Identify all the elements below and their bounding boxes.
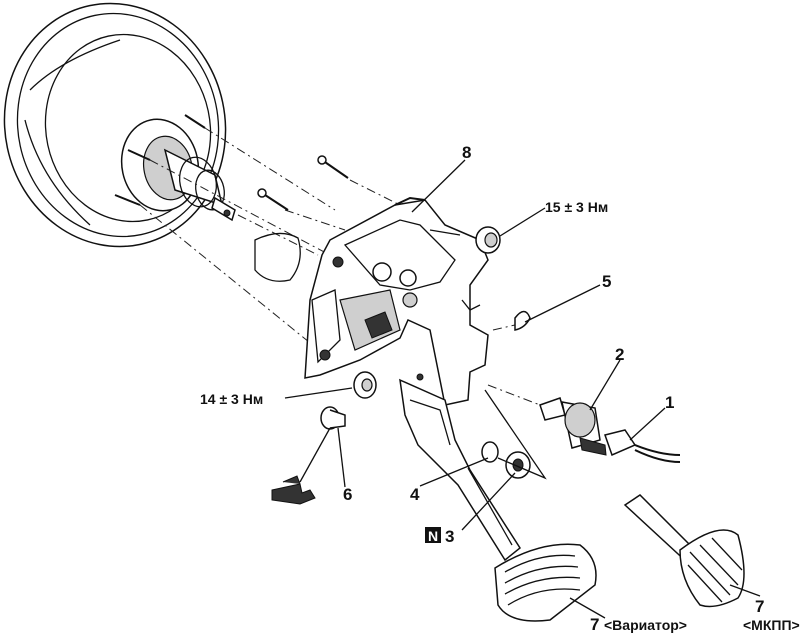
callout-7-mt: 7 <box>755 597 764 616</box>
clip-part-5 <box>514 310 531 331</box>
variant-cvt-label: <Вариатор> <box>604 617 687 633</box>
bushing-part-3 <box>484 389 547 480</box>
callout-4: 4 <box>410 485 420 504</box>
brake-booster <box>3 2 236 248</box>
pedal-pad-mt <box>623 494 745 608</box>
callout-3: 3 <box>445 527 454 546</box>
variant-mt-label: <МКПП> <box>743 617 800 633</box>
connector <box>604 429 681 463</box>
nut-14 <box>353 371 377 399</box>
gasket <box>254 232 301 282</box>
stop-lamp-switch <box>539 397 607 456</box>
torque-label-15: 15 ± 3 Нм <box>545 199 608 215</box>
pin-part-6 <box>320 406 346 430</box>
callout-6: 6 <box>343 485 352 504</box>
grease-gun-icon <box>271 475 316 505</box>
stopper-part-4 <box>481 441 499 463</box>
callout-1: 1 <box>665 393 674 412</box>
leader-lines <box>284 159 761 619</box>
mounting-screws <box>257 155 349 211</box>
callout-7-cvt: 7 <box>590 615 599 633</box>
callout-5: 5 <box>602 272 611 291</box>
pedal-bracket <box>304 196 489 406</box>
callout-8: 8 <box>462 143 471 162</box>
guide-lines <box>139 127 541 406</box>
nut-15 <box>475 226 501 254</box>
badge-n-letter: N <box>428 528 438 544</box>
pedal-pad-cvt <box>494 543 597 622</box>
callout-2: 2 <box>615 345 624 364</box>
torque-label-14: 14 ± 3 Нм <box>200 391 263 407</box>
badge-n: N <box>425 527 441 544</box>
